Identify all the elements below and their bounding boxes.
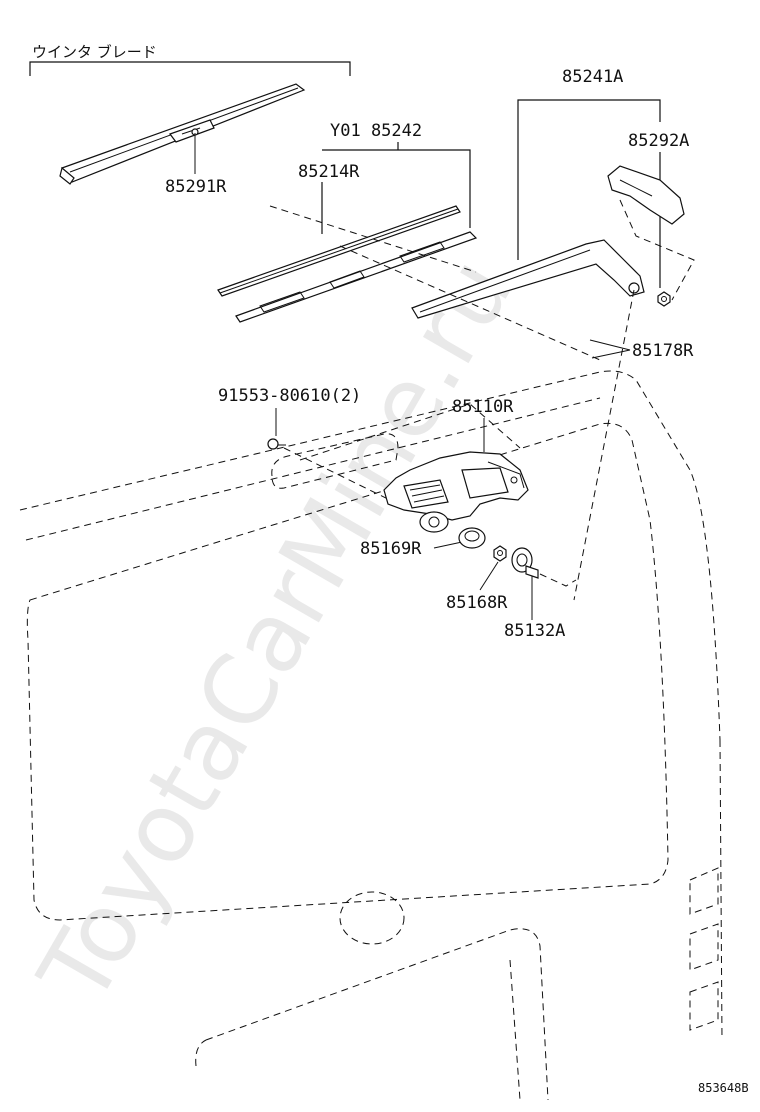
watermark: ToyotaCarMine.ru — [17, 239, 534, 1022]
dash-cap-line — [539, 573, 577, 587]
label-85110R: 85110R — [452, 397, 514, 417]
label-85168R: 85168R — [446, 593, 508, 613]
label-91553-80610: 91553-80610(2) — [218, 386, 361, 406]
nut-85178R[interactable] — [657, 291, 671, 307]
cap-85132A[interactable] — [511, 547, 539, 579]
leader-85169R — [433, 541, 463, 549]
leader-85178R — [589, 339, 631, 359]
label-85291R: 85291R — [165, 177, 227, 197]
wiper-motor-85110R[interactable] — [383, 451, 529, 533]
label-85169R: 85169R — [360, 539, 422, 559]
stop-lamp-outline — [271, 433, 399, 489]
blade-rubber-insert[interactable] — [217, 205, 461, 297]
grommet-85169R[interactable] — [458, 527, 486, 549]
callout-85291R: 85291R — [165, 133, 227, 197]
label-85178R: 85178R — [632, 341, 694, 361]
nut-85168R[interactable] — [493, 545, 507, 562]
back-door-outline — [19, 370, 723, 1101]
screw-91553-80610[interactable] — [267, 438, 286, 450]
leader-85168R — [479, 561, 499, 591]
bracket-85242 — [322, 149, 471, 228]
drawing-number: 853648B — [698, 1081, 749, 1095]
dash-cover-box — [619, 199, 695, 301]
dash-screw-line — [283, 447, 391, 501]
arm-head-cover[interactable] — [607, 165, 685, 225]
label-85132A: 85132A — [504, 621, 565, 641]
dash-arm-line-a — [269, 205, 477, 273]
blade-refill-assembly[interactable] — [235, 231, 478, 323]
dash-arm-to-cap — [573, 289, 635, 601]
bracket-85241A — [517, 99, 661, 260]
label-85241A: 85241A — [562, 67, 623, 87]
label-85292A: 85292A — [628, 131, 689, 151]
blade-group-bracket: ウインタ ブレード — [29, 43, 351, 76]
label-85214R: 85214R — [298, 162, 360, 182]
blade-group-label: ウインタ ブレード — [32, 43, 157, 61]
wiper-arm[interactable] — [411, 239, 645, 319]
label-y01-85242: Y01 85242 — [330, 121, 422, 141]
wiper-blade-assembly[interactable] — [59, 83, 306, 185]
